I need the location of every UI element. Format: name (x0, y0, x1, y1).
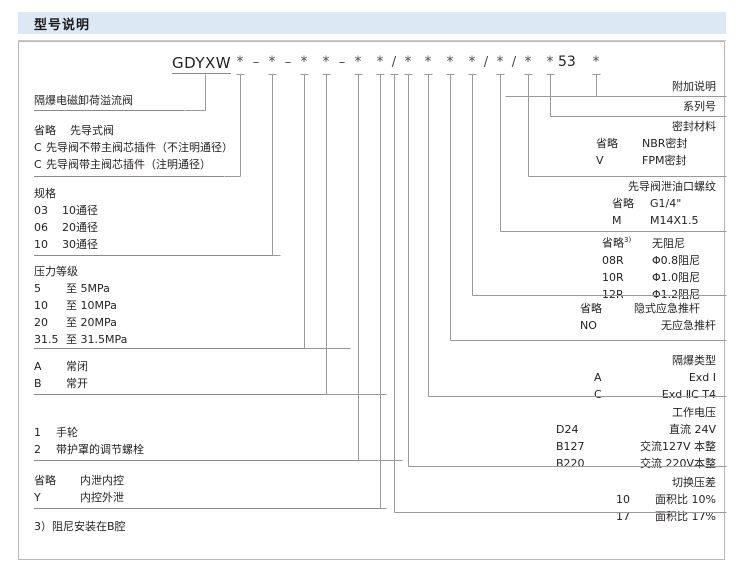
group-title: 隔爆类型 (672, 354, 716, 367)
rule-pressure-rating (34, 348, 350, 349)
code-separator: – (338, 55, 346, 70)
code-separator: – (252, 55, 260, 70)
code-placeholder: * (376, 54, 384, 70)
header-divider (18, 40, 726, 41)
code-placeholder: * (446, 54, 454, 70)
code-separator: / (391, 55, 397, 70)
label-line: 省略3)无阻尼 (602, 236, 685, 250)
right-group-series-number: 系列号 (683, 98, 716, 115)
group-title: 规格 (34, 187, 56, 200)
code-placeholder: * (468, 54, 476, 70)
page-title: 型号说明 (34, 18, 91, 33)
model-code-prefix: GDYXW (172, 54, 232, 74)
code-placeholder: * (236, 54, 244, 70)
group-title: 工作电压 (672, 406, 716, 419)
diagram-frame (18, 41, 725, 560)
label-line: 隔爆电磁卸荷溢流阀 (34, 94, 133, 107)
label-line: 系列号 (683, 100, 716, 113)
code-placeholder: * (322, 54, 330, 70)
code-placeholder: * (424, 54, 432, 70)
model-code-row: GDYXW *–*–**–**/****/*/**53* (0, 54, 744, 74)
group-title: 压力等级 (34, 265, 78, 278)
group-title: 密封材料 (672, 120, 716, 133)
code-placeholder: * (404, 54, 412, 70)
code-series-number: 53 (558, 54, 576, 70)
code-placeholder: * (268, 54, 276, 70)
rule-drain-control (34, 508, 386, 509)
footnote: 3）阻尼安装在B腔 (34, 520, 126, 533)
label-line: 省略先导式阀 (34, 124, 114, 137)
label-line: 附加说明 (672, 80, 716, 93)
group-title: 先导阀泄油口螺纹 (628, 180, 716, 193)
right-group-additional-note: 附加说明 (672, 78, 716, 95)
code-separator: – (284, 55, 292, 70)
rule-product-name (34, 110, 184, 111)
rule-specification (34, 255, 280, 256)
code-placeholder: * (496, 54, 504, 70)
rule-normal-state (34, 394, 386, 395)
rule-pilot-type (34, 176, 224, 177)
code-placeholder: * (354, 54, 362, 70)
rule-adjust-type (34, 460, 402, 461)
code-placeholder: * (524, 54, 532, 70)
group-title: 切换压差 (672, 476, 716, 489)
code-placeholder: * (300, 54, 308, 70)
header-band (18, 12, 726, 34)
code-placeholder: * (592, 54, 600, 70)
code-separator: / (483, 55, 489, 70)
code-separator: / (511, 55, 517, 70)
code-placeholder: * (546, 54, 554, 70)
footnote-marker: 3) (624, 236, 632, 244)
label-line: 省略内泄内控 (34, 474, 124, 487)
label-line: 省略隐式应急推杆 (580, 302, 700, 315)
left-group-product-name: 隔爆电磁卸荷溢流阀 (34, 92, 133, 109)
